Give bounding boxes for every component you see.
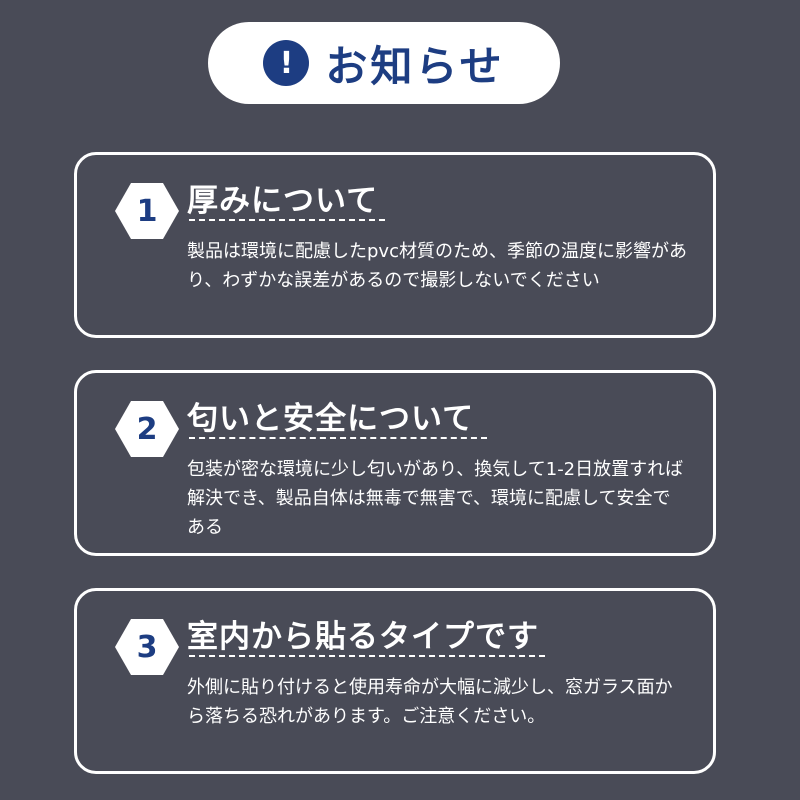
notice-body: 包装が密な環境に少し匂いがあり、換気して1-2日放置すれば解決でき、製品自体は無… xyxy=(187,459,684,538)
notice-body: 外側に貼り付けると使用寿命が大幅に減少し、窓ガラス面から落ちる恐れがあります。ご… xyxy=(187,677,673,727)
notice-title: 室内から貼るタイプです xyxy=(187,619,539,655)
notice-card-indoor-application: 3 室内から貼るタイプです 外側に貼り付けると使用寿命が大幅に減少し、窓ガラス面… xyxy=(74,588,716,774)
exclamation-circle-icon: ! xyxy=(263,40,310,86)
notice-body: 製品は環境に配慮したpvc材質のため、季節の温度に影響があり、わずかな誤差がある… xyxy=(187,241,687,291)
notice-title: 厚みについて xyxy=(187,183,379,219)
dashed-divider xyxy=(189,219,385,221)
number-hexagon-icon: 3 xyxy=(115,619,179,675)
dashed-divider xyxy=(189,655,545,657)
notice-title: 匂いと安全について xyxy=(187,401,475,437)
notice-header: ! お知らせ xyxy=(208,22,560,104)
dashed-divider xyxy=(189,437,487,439)
number-hexagon-icon: 2 xyxy=(115,401,179,457)
number-hexagon-icon: 1 xyxy=(115,183,179,239)
notice-card-odor-safety: 2 匂いと安全について 包装が密な環境に少し匂いがあり、換気して1-2日放置すれ… xyxy=(74,370,716,556)
notice-card-thickness: 1 厚みについて 製品は環境に配慮したpvc材質のため、季節の温度に影響があり、… xyxy=(74,152,716,338)
header-title: お知らせ xyxy=(325,41,505,91)
